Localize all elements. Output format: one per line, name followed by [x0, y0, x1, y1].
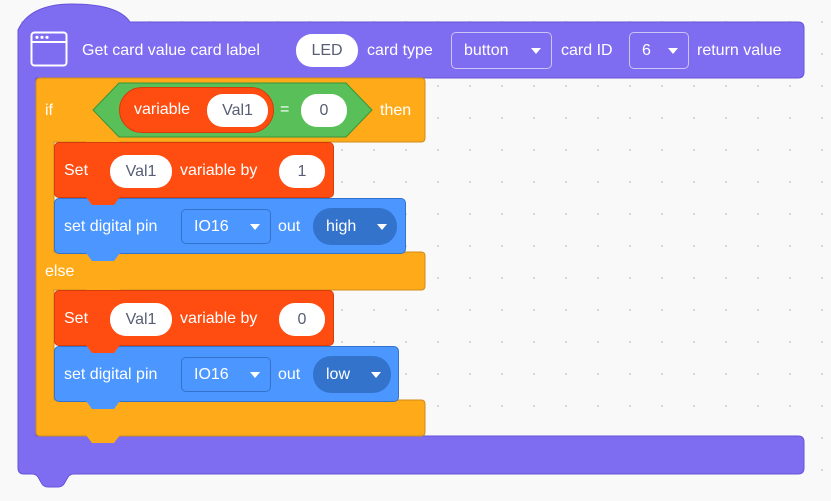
chevron-down-icon [377, 223, 387, 230]
set-digital-pin-block[interactable]: set digital pin IO16 out high [54, 198, 406, 254]
equals-operator-block[interactable]: variable Val1 = 0 [92, 82, 374, 138]
equals-label: = [280, 101, 290, 118]
card-id-dropdown[interactable]: 6 [629, 32, 689, 69]
chevron-down-icon [668, 47, 678, 54]
condition-value-input[interactable]: 0 [301, 94, 347, 127]
pin-level-dropdown[interactable]: high [313, 208, 397, 245]
card-id-label: card ID [561, 42, 613, 59]
card-type-label: card type [367, 42, 433, 59]
card-type-value: button [464, 41, 509, 59]
card-id-value: 6 [642, 41, 651, 59]
variable-reporter[interactable]: variable Val1 [119, 87, 274, 133]
pin-level-dropdown[interactable]: low [313, 356, 391, 393]
window-icon [30, 31, 68, 67]
else-label: else [45, 263, 75, 280]
hat-prefix-label: Get card value card label [82, 42, 260, 59]
out-label: out [278, 366, 301, 383]
pin-dropdown[interactable]: IO16 [181, 357, 271, 392]
pin-value: IO16 [194, 217, 229, 235]
card-type-dropdown[interactable]: button [451, 32, 552, 69]
set-digital-pin-block[interactable]: set digital pin IO16 out low [54, 346, 399, 402]
set-variable-value-input[interactable]: 0 [279, 303, 325, 336]
pin-value: IO16 [194, 365, 229, 383]
pin-level-value: high [326, 217, 357, 235]
set-label: Set [64, 310, 89, 327]
set-variable-name-input[interactable]: Val1 [110, 155, 172, 188]
pin-dropdown[interactable]: IO16 [181, 209, 271, 244]
chevron-down-icon [250, 223, 260, 230]
set-digital-pin-label: set digital pin [64, 218, 158, 235]
set-digital-pin-label: set digital pin [64, 366, 158, 383]
variable-by-label: variable by [180, 162, 258, 179]
card-label-input[interactable]: LED [296, 34, 358, 67]
return-value-label: return value [697, 42, 782, 59]
set-variable-block[interactable]: Set Val1 variable by 1 [54, 142, 334, 198]
chevron-down-icon [531, 47, 541, 54]
variable-label: variable [134, 101, 191, 118]
pin-level-value: low [326, 365, 351, 383]
chevron-down-icon [371, 371, 381, 378]
set-variable-name-input[interactable]: Val1 [110, 303, 172, 336]
condition-variable-input[interactable]: Val1 [207, 94, 268, 127]
set-variable-block[interactable]: Set Val1 variable by 0 [54, 290, 334, 346]
then-label: then [380, 102, 412, 119]
variable-by-label: variable by [180, 310, 258, 327]
if-label: if [45, 102, 53, 119]
set-variable-value-input[interactable]: 1 [279, 155, 325, 188]
chevron-down-icon [250, 371, 260, 378]
out-label: out [278, 218, 301, 235]
set-label: Set [64, 162, 89, 179]
